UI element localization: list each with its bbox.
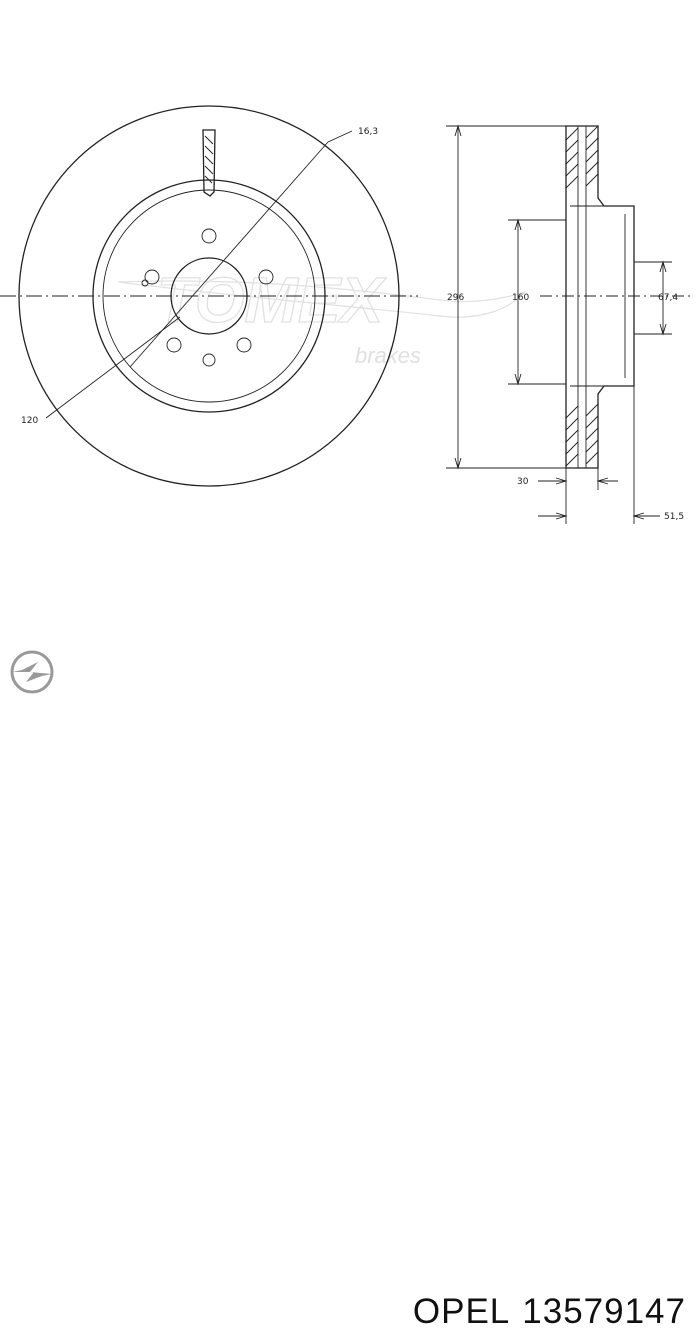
bolt-holes: [141, 228, 274, 367]
bolt-hole: [236, 337, 252, 353]
leader-bolt-hole-tail: [327, 130, 353, 143]
dim-disc-thickness: 30: [517, 477, 529, 487]
watermark-brand: TOMEX: [157, 264, 387, 336]
manufacturer-name: OPEL: [412, 1292, 511, 1331]
watermark-sub: brakes: [355, 343, 421, 368]
part-label: OPEL 13579147: [401, 1292, 686, 1332]
center-bore: [170, 257, 248, 335]
bolt-hole: [258, 269, 274, 285]
product-footer: OPEL 13579147: [0, 640, 700, 1331]
brake-disc-drawing: TOMEX brakes 16,3: [0, 105, 690, 524]
side-view: 296 160 67,4 30 51,5: [446, 124, 690, 524]
watermark: TOMEX brakes: [117, 263, 527, 368]
pin-hole: [202, 353, 216, 367]
hat-inner-edge: [102, 189, 316, 403]
dim-pcd: 120: [21, 416, 38, 426]
pin-hole: [141, 279, 149, 287]
bolt-hole: [201, 228, 217, 244]
dim-hub-diameter: 160: [512, 293, 529, 303]
wear-slot: [202, 129, 216, 197]
disc-outer-edge: [18, 105, 400, 487]
front-view: 16,3 120: [0, 105, 418, 487]
watermark-swoosh: [117, 280, 527, 318]
bolt-hole: [144, 269, 160, 285]
dim-bolt-hole: 16,3: [358, 127, 378, 137]
bolt-hole: [166, 337, 182, 353]
leader-pcd: [45, 316, 181, 419]
part-number: 13579147: [522, 1292, 686, 1331]
dim-overall-height: 51,5: [664, 512, 684, 522]
dim-bore-height: 67,4: [658, 293, 678, 303]
dim-outer-diameter: 296: [447, 293, 464, 303]
opel-logo-icon: [10, 650, 54, 694]
